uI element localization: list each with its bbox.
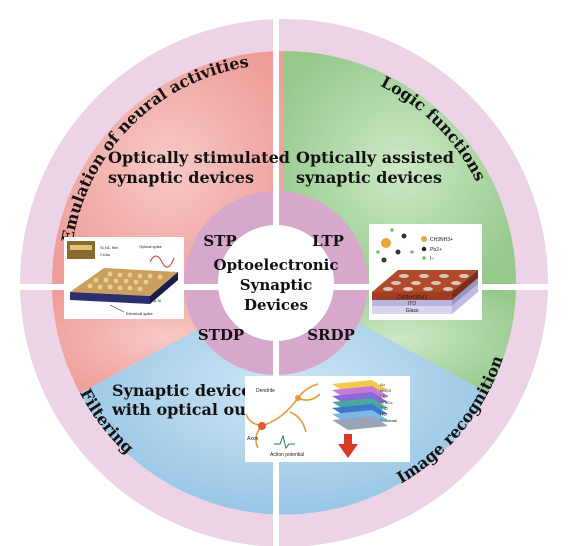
inset-neuron-led: Dendrite Axon Action potential Au MoO3 C… <box>245 376 410 462</box>
svg-text:ITO: ITO <box>380 412 387 417</box>
heading-optical-output-line1: Synaptic devices <box>112 381 261 400</box>
heading-optical-output-line2: with optical output <box>111 400 284 419</box>
inset-layer-ito <box>372 300 452 306</box>
svg-text:Axon: Axon <box>247 436 259 442</box>
label-stp: STP <box>203 232 236 250</box>
heading-optically-stimulated-line1: Optically stimulated <box>108 148 290 167</box>
inset-perovskite-device: CH3NH3+ Pb2+ I− CH3NH3PbI3 ITO Glass <box>369 224 482 320</box>
svg-text:CH3NH3+: CH3NH3+ <box>430 237 453 243</box>
svg-text:Action potential: Action potential <box>270 452 304 458</box>
svg-text:Si NCs: Si NCs <box>380 400 392 405</box>
svg-text:Electrical spike: Electrical spike <box>126 311 153 316</box>
inset-si-nc-slab-side <box>150 272 178 304</box>
inset-action-potential <box>274 434 295 450</box>
svg-text:Optical spike: Optical spike <box>139 244 163 249</box>
svg-text:ZnO: ZnO <box>380 406 388 411</box>
inset-si-nc-slab-front <box>70 292 150 304</box>
label-stdp: STDP <box>198 326 244 344</box>
inset-perovskite-top <box>372 270 478 292</box>
svg-text:ITO: ITO <box>408 301 416 307</box>
heading-optically-assisted-line1: Optically assisted <box>296 148 454 167</box>
svg-text:Si-NC film: Si-NC film <box>100 245 119 250</box>
center-title-line1: Optoelectronic <box>214 256 339 274</box>
svg-text:Dendrite: Dendrite <box>256 388 275 394</box>
inset-layer-glass <box>372 306 452 314</box>
svg-text:Cr/Au: Cr/Au <box>100 252 110 257</box>
svg-text:Au: Au <box>380 382 385 387</box>
label-ltp: LTP <box>312 232 344 250</box>
center-title-line3: Devices <box>244 296 308 314</box>
label-srdp: SRDP <box>307 326 355 344</box>
center-circle <box>218 225 334 341</box>
svg-text:Substrate: Substrate <box>380 418 398 423</box>
inset-perovskite-crystal <box>376 228 414 263</box>
svg-text:CH3NH3PbI3: CH3NH3PbI3 <box>397 295 428 301</box>
center-title-line2: Synaptic <box>240 276 312 294</box>
inset-emission-arrow <box>338 434 358 458</box>
inset-optical-spike-line <box>149 255 175 268</box>
svg-text:Glass: Glass <box>406 308 419 314</box>
svg-text:CBP: CBP <box>380 394 389 399</box>
inset-layer-perovskite <box>372 292 452 300</box>
svg-text:Pb2+: Pb2+ <box>430 247 442 253</box>
inset-led-stack <box>332 380 388 430</box>
svg-text:SiO2: SiO2 <box>154 290 164 295</box>
svg-text:p-Si: p-Si <box>154 298 161 303</box>
inset-si-nc-device: Si-NC film Cr/Au Optical spike SiO2 p-Si… <box>64 237 184 319</box>
heading-optically-assisted-line2: synaptic devices <box>296 168 442 187</box>
inset-neuron <box>245 383 321 449</box>
svg-text:I−: I− <box>430 256 434 262</box>
svg-text:MoO3: MoO3 <box>380 388 392 393</box>
heading-optically-stimulated-line2: synaptic devices <box>108 168 254 187</box>
